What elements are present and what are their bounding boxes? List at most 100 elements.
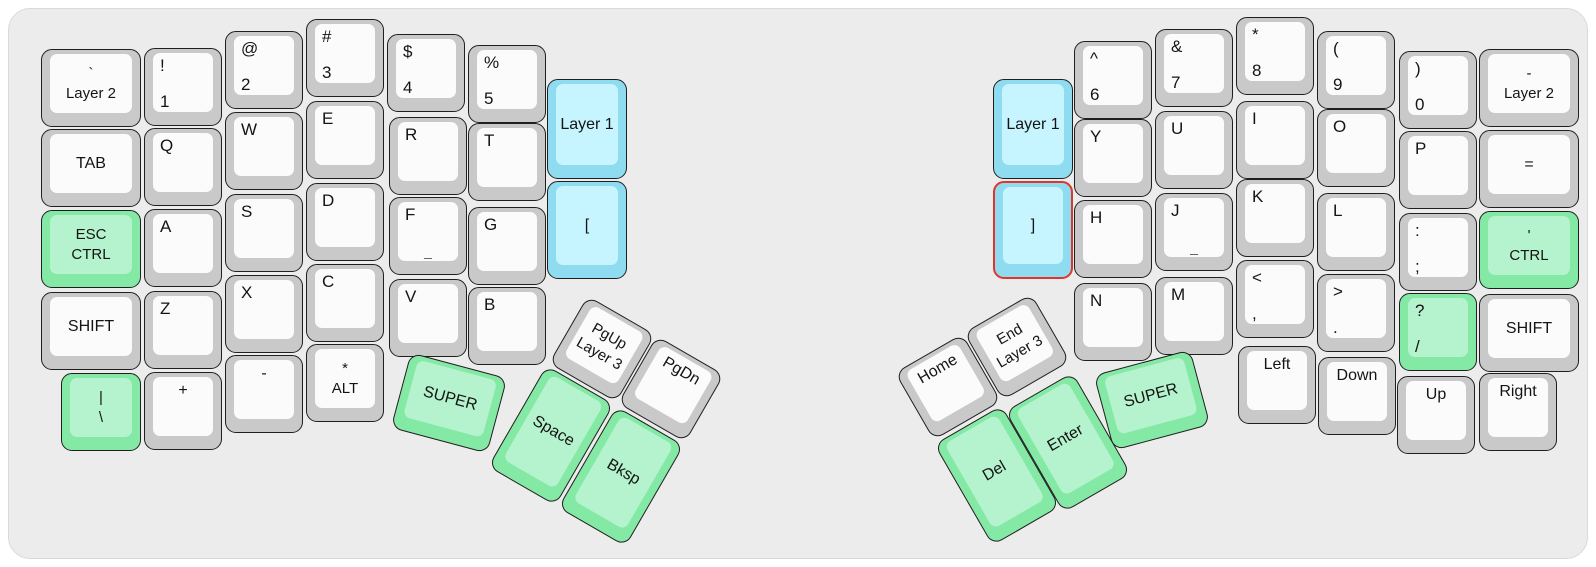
key-e[interactable]: E — [306, 101, 384, 179]
keycap-face: K — [1245, 184, 1305, 243]
key-o[interactable]: O — [1317, 109, 1395, 187]
keycap-label-line: S — [241, 202, 253, 221]
key-y[interactable]: Y — [1074, 119, 1152, 197]
key-r[interactable]: R — [389, 117, 467, 195]
keycap-label-line: & — [1171, 37, 1183, 56]
keycap-face: Layer 1 — [1002, 84, 1064, 165]
key-asterisk-alt[interactable]: *ALT — [306, 344, 384, 422]
key-grave-layer2[interactable]: `Layer 2 — [41, 49, 141, 127]
keycap-face: V — [398, 284, 458, 343]
keycap-label: [ — [556, 186, 618, 265]
key-hash-3[interactable]: #3 — [306, 19, 384, 97]
key-layer1-right[interactable]: Layer 1 — [993, 79, 1073, 179]
key-quote-ctrl[interactable]: 'CTRL — [1479, 211, 1579, 289]
keycap-label-line: CTRL — [71, 245, 111, 263]
key-greater-period[interactable]: >. — [1317, 274, 1395, 352]
keycap-face: <, — [1245, 265, 1305, 324]
key-caret-6[interactable]: ^6 — [1074, 41, 1152, 119]
key-at-2[interactable]: @2 — [225, 31, 303, 109]
keycap-label-line: ' — [1527, 226, 1531, 244]
key-a[interactable]: A — [144, 209, 222, 287]
keycap-face: L — [1326, 198, 1386, 257]
keycap-label-line: Up — [1425, 386, 1447, 403]
key-colon-semicolon[interactable]: :; — [1399, 213, 1477, 291]
key-v[interactable]: V — [389, 279, 467, 357]
keycap-label: SUPER — [1104, 357, 1198, 435]
keycap-label-line: SHIFT — [67, 317, 115, 335]
keycap-label: Z — [160, 299, 211, 318]
keycap-face: F_ — [398, 202, 458, 261]
key-w[interactable]: W — [225, 112, 303, 190]
key-dash-layer2[interactable]: -Layer 2 — [1479, 49, 1579, 127]
key-s[interactable]: S — [225, 194, 303, 272]
key-layer1-left[interactable]: Layer 1 — [547, 79, 627, 179]
key-dollar-4[interactable]: $4 — [387, 34, 465, 112]
keycap-face: SHIFT — [1488, 299, 1570, 358]
key-rparen-0[interactable]: )0 — [1399, 51, 1477, 129]
key-right-bracket[interactable]: ] — [993, 181, 1073, 279]
keycap-face: X — [234, 280, 294, 339]
key-p[interactable]: P — [1399, 131, 1477, 209]
key-i[interactable]: I — [1236, 101, 1314, 179]
key-d[interactable]: D — [306, 183, 384, 261]
key-shift-left[interactable]: SHIFT — [41, 292, 141, 370]
key-shift-right[interactable]: SHIFT — [1479, 294, 1579, 372]
key-equals[interactable]: = — [1479, 130, 1579, 208]
keycap-face: >. — [1326, 279, 1386, 338]
keycap-label: Right — [1488, 382, 1548, 401]
key-g[interactable]: G — [468, 207, 546, 285]
keycap-label-line: * — [342, 359, 348, 377]
key-j[interactable]: J_ — [1155, 193, 1233, 271]
key-l[interactable]: L — [1317, 193, 1395, 271]
key-minus[interactable]: - — [225, 355, 303, 433]
key-arrow-left[interactable]: Left — [1238, 346, 1316, 424]
key-pipe-backslash[interactable]: |\ — [61, 373, 141, 451]
key-arrow-down[interactable]: Down — [1318, 357, 1396, 435]
key-n[interactable]: N — [1074, 283, 1152, 361]
key-z[interactable]: Z — [144, 291, 222, 369]
key-m[interactable]: M — [1155, 277, 1233, 355]
key-b[interactable]: B — [468, 287, 546, 365]
key-super-left[interactable]: SUPER — [390, 352, 508, 454]
key-asterisk-8[interactable]: *8 — [1236, 17, 1314, 95]
key-k[interactable]: K — [1236, 179, 1314, 257]
key-question-slash[interactable]: ?/ — [1399, 293, 1477, 371]
keycap-label: &7 — [1171, 37, 1222, 92]
keycap-face: *8 — [1245, 22, 1305, 81]
key-left-bracket[interactable]: [ — [547, 181, 627, 279]
key-c[interactable]: C — [306, 264, 384, 342]
key-plus[interactable]: + — [144, 372, 222, 450]
keycap-face: H — [1083, 205, 1143, 264]
key-arrow-up[interactable]: Up — [1397, 376, 1475, 454]
key-amp-7[interactable]: &7 — [1155, 29, 1233, 107]
key-q[interactable]: Q — [144, 128, 222, 206]
key-tab[interactable]: TAB — [41, 129, 141, 207]
keycap-face: A — [153, 214, 213, 273]
keycap-label: (9 — [1333, 39, 1384, 94]
keycap-label-line: Home — [915, 351, 961, 388]
keycap-label-line: C — [322, 272, 335, 291]
key-arrow-right[interactable]: Right — [1479, 373, 1557, 451]
keycap-face: W — [234, 117, 294, 176]
keycap-label-line: A — [160, 217, 172, 236]
key-t[interactable]: T — [468, 123, 546, 201]
key-h[interactable]: H — [1074, 200, 1152, 278]
key-u[interactable]: U — [1155, 111, 1233, 189]
keycap-label: U — [1171, 119, 1222, 138]
key-exclam-1[interactable]: !1 — [144, 48, 222, 126]
keycap-label-line: Layer 2 — [1503, 84, 1555, 102]
keycap-label: ] — [1003, 187, 1063, 264]
key-x[interactable]: X — [225, 275, 303, 353]
key-f[interactable]: F_ — [389, 197, 467, 275]
key-percent-5[interactable]: %5 — [468, 45, 546, 123]
key-lparen-9[interactable]: (9 — [1317, 31, 1395, 109]
keycap-label-line: : — [1415, 221, 1420, 240]
keycap-face: C — [315, 269, 375, 328]
keycap-label: Left — [1247, 355, 1307, 374]
key-super-right[interactable]: SUPER — [1093, 349, 1211, 451]
keycap-label: ?/ — [1415, 301, 1466, 356]
keycap-label: *ALT — [315, 349, 375, 408]
key-less-comma[interactable]: <, — [1236, 260, 1314, 338]
